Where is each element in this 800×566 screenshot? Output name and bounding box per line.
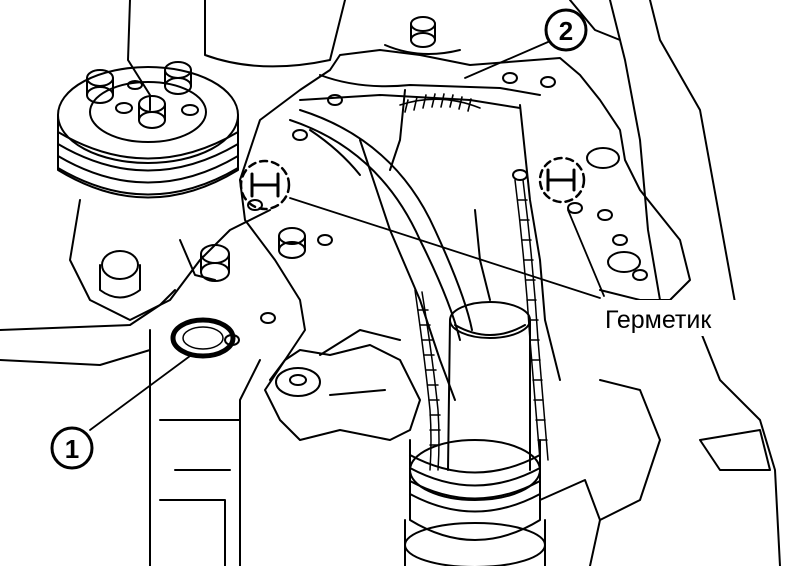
water-pump-pulley	[57, 61, 239, 199]
leader-lines	[89, 41, 605, 431]
crankshaft-sprocket	[404, 301, 546, 566]
camshaft-sprocket	[399, 93, 481, 113]
callout-2: 2	[544, 8, 588, 52]
water-pump-housing	[69, 199, 306, 321]
sealant-leader-left	[289, 197, 601, 299]
sealant-point-right	[538, 156, 586, 204]
callout-1: 1	[50, 426, 94, 470]
chain-tensioner	[264, 329, 421, 441]
timing-chain-guide	[289, 109, 473, 341]
callout-1-leader	[89, 355, 191, 431]
timing-chain	[414, 179, 549, 471]
front-cover	[224, 16, 691, 401]
o-ring	[170, 317, 236, 359]
engine-block	[0, 0, 781, 566]
callout-2-number: 2	[559, 16, 573, 46]
callout-2-leader	[464, 41, 549, 79]
sealant-label: Герметик	[605, 306, 712, 334]
sealant-point-left	[239, 159, 291, 211]
sealant-leader-right	[567, 209, 605, 297]
sealant-label-bg	[598, 300, 778, 336]
callout-1-number: 1	[65, 434, 79, 464]
